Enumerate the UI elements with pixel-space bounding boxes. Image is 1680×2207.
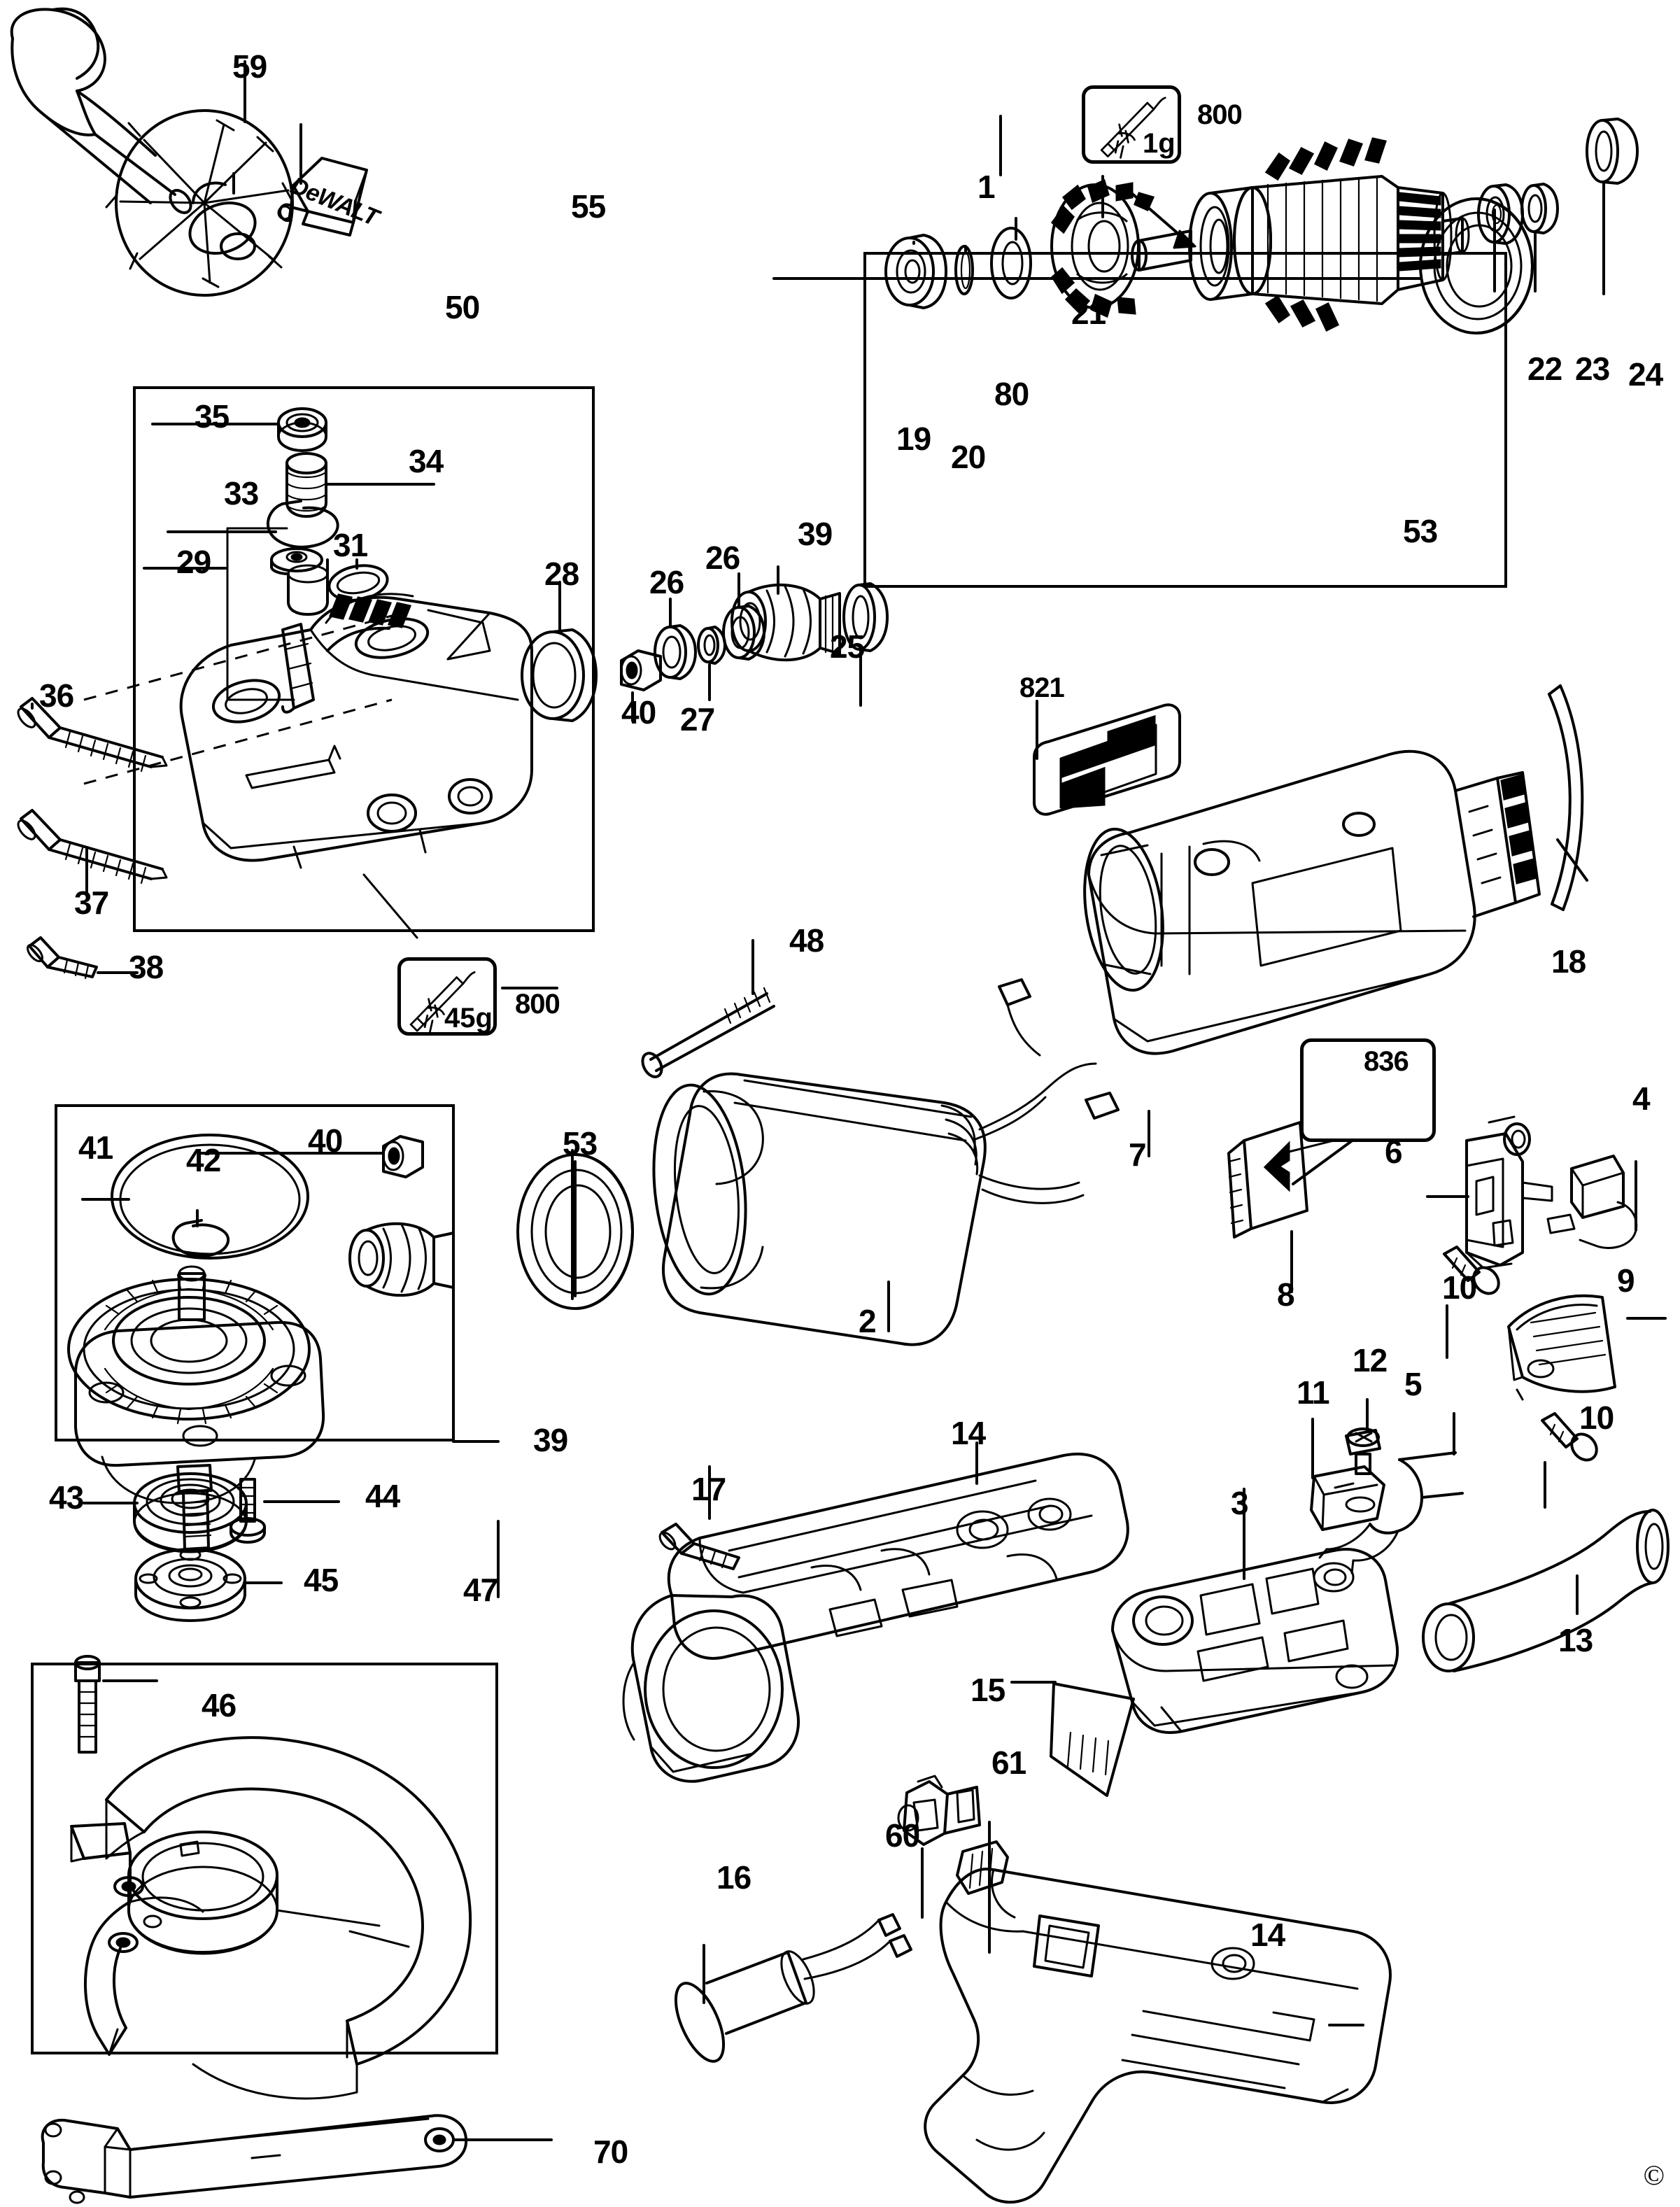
callout-bearing-retainer-45: 45 bbox=[304, 1562, 339, 1598]
callout-washer-80: 80 bbox=[994, 376, 1029, 412]
callout-pinion-gear-39: 39 bbox=[798, 516, 833, 552]
grease-tube-icon bbox=[1100, 97, 1166, 159]
callout-terminal-11: 11 bbox=[1297, 1374, 1330, 1411]
callout-motor-housing-7: 7 bbox=[1129, 1136, 1147, 1173]
callout-grease-800-gearcase: 800 bbox=[515, 989, 560, 1020]
baffle-18-art bbox=[1549, 686, 1582, 910]
grease-callout-box-top: 1g bbox=[1082, 85, 1181, 164]
guard-assembly-group-box bbox=[31, 1663, 498, 2054]
callout-retaining-ring-42: 42 bbox=[186, 1142, 221, 1178]
callout-handle-half-14-lower: 14 bbox=[1250, 1917, 1285, 1953]
callout-baffle-53-armature: 53 bbox=[1403, 513, 1438, 549]
callout-brush-kit-836: 836 bbox=[1364, 1046, 1409, 1077]
callout-retaining-ring-20: 20 bbox=[951, 439, 986, 475]
callout-cord-protector-13: 13 bbox=[1558, 1622, 1593, 1658]
switch-cover-9-art bbox=[1509, 1296, 1615, 1399]
callout-retaining-ring-33: 33 bbox=[224, 475, 259, 512]
callout-washer-26-b: 26 bbox=[705, 540, 740, 576]
callout-armature-assembly: 1 bbox=[977, 169, 996, 205]
callout-screw-46: 46 bbox=[202, 1687, 237, 1723]
callout-bearing-retainer-28: 28 bbox=[544, 556, 579, 592]
callout-grease-800-top: 800 bbox=[1197, 99, 1243, 130]
callout-screw-17: 17 bbox=[691, 1471, 726, 1507]
grease-weight-label-gearcase: 45g bbox=[444, 1003, 493, 1034]
capacitor-4-art bbox=[1572, 1156, 1637, 1248]
callout-washer-27: 27 bbox=[680, 701, 715, 738]
grease-callout-box-gearcase: 45g bbox=[397, 957, 497, 1036]
callout-nameplate-dewalt: 55 bbox=[571, 188, 606, 225]
callout-retaining-ring-24: 24 bbox=[1628, 356, 1663, 393]
callout-nut-40-box: 40 bbox=[308, 1122, 343, 1159]
switch-assembly-3-art bbox=[1113, 1429, 1668, 1733]
leader-lines bbox=[32, 62, 1665, 2140]
grease-tube-icon bbox=[409, 971, 476, 1034]
callout-warning-label-821: 821 bbox=[1019, 672, 1065, 703]
armature-assembly-art bbox=[886, 119, 1637, 333]
callout-baffle-18: 18 bbox=[1551, 943, 1586, 980]
callout-side-handle: 59 bbox=[232, 48, 267, 85]
handle-half-lower-art bbox=[925, 1869, 1390, 2202]
callout-spindle-lock-kit-29: 29 bbox=[176, 544, 211, 580]
callout-brush-holder-8: 8 bbox=[1277, 1276, 1295, 1313]
side-handle-art bbox=[12, 9, 292, 295]
callout-screw-37: 37 bbox=[74, 884, 109, 921]
callout-cord-5: 5 bbox=[1404, 1366, 1423, 1402]
callout-ball-bearing-35: 35 bbox=[195, 398, 230, 435]
callout-screw-10-upper: 10 bbox=[1442, 1269, 1477, 1306]
field-assembly-art bbox=[518, 980, 1118, 1345]
handle-half-upper-art bbox=[623, 1454, 1128, 1782]
callout-capacitor-16: 16 bbox=[717, 1859, 751, 1896]
callout-nut-40: 40 bbox=[621, 694, 656, 731]
callout-switch-6: 6 bbox=[1385, 1134, 1403, 1170]
screw-10-art bbox=[1444, 1247, 1602, 1465]
callout-screw-10-lower: 10 bbox=[1579, 1399, 1614, 1436]
callout-spanner-wrench-70: 70 bbox=[593, 2134, 628, 2170]
callout-bearing-22: 22 bbox=[1527, 351, 1562, 387]
callout-switch-assembly-3: 3 bbox=[1231, 1485, 1249, 1521]
callout-field-2: 2 bbox=[859, 1303, 877, 1339]
small-parts-art bbox=[666, 1684, 1134, 2068]
callout-cord-clamp-61: 61 bbox=[991, 1744, 1026, 1781]
callout-screw-12: 12 bbox=[1353, 1342, 1388, 1379]
grease-weight-label-top: 1g bbox=[1143, 128, 1176, 159]
warning-label-821-art bbox=[1034, 705, 1180, 814]
callout-o-ring-41: 41 bbox=[78, 1129, 113, 1166]
callout-label-15: 15 bbox=[970, 1672, 1005, 1708]
gear-case-assembly-group-box bbox=[133, 386, 595, 932]
callout-spring-34: 34 bbox=[409, 443, 444, 479]
callout-capacitor-4: 4 bbox=[1632, 1080, 1651, 1117]
screws-36-37-38-art bbox=[15, 698, 167, 978]
callout-screw-36: 36 bbox=[39, 677, 74, 714]
callout-strain-relief-60: 60 bbox=[885, 1817, 920, 1854]
copyright-mark: © bbox=[1643, 2159, 1665, 2191]
brush-holder-8-art bbox=[1229, 1122, 1356, 1237]
callout-gear-set-39: 39 bbox=[533, 1422, 568, 1458]
callout-ball-bearing-43: 43 bbox=[49, 1479, 84, 1516]
callout-switch-cover-9: 9 bbox=[1617, 1262, 1635, 1299]
spiral-bevel-gear-group-box bbox=[55, 1104, 455, 1441]
callout-screw-38: 38 bbox=[129, 949, 164, 985]
brush-kit-inset-box bbox=[1300, 1038, 1436, 1142]
switch-6-art bbox=[1467, 1117, 1574, 1268]
callout-field-screw-48: 48 bbox=[789, 922, 824, 959]
callout-washer-23: 23 bbox=[1575, 351, 1610, 387]
callout-washer-26-a: 26 bbox=[649, 564, 684, 600]
guard-assembly-art bbox=[71, 1656, 470, 2099]
callout-baffle-53-field: 53 bbox=[563, 1125, 598, 1162]
callout-guard-assembly-47: 47 bbox=[463, 1572, 498, 1608]
callout-gear-case-assembly: 50 bbox=[445, 289, 480, 325]
callout-fan: 21 bbox=[1071, 295, 1106, 331]
nameplate-art bbox=[278, 158, 367, 235]
callout-shim-25: 25 bbox=[830, 628, 865, 665]
armature-assembly-group-box bbox=[863, 252, 1507, 588]
callout-ball-bearing-19: 19 bbox=[896, 421, 931, 457]
callout-screw-44: 44 bbox=[365, 1478, 400, 1514]
motor-housing-art bbox=[1075, 752, 1539, 1054]
spanner-wrench-art bbox=[43, 2115, 467, 2203]
callout-o-ring-31: 31 bbox=[333, 527, 368, 563]
callout-handle-half-14-upper: 14 bbox=[951, 1415, 986, 1451]
